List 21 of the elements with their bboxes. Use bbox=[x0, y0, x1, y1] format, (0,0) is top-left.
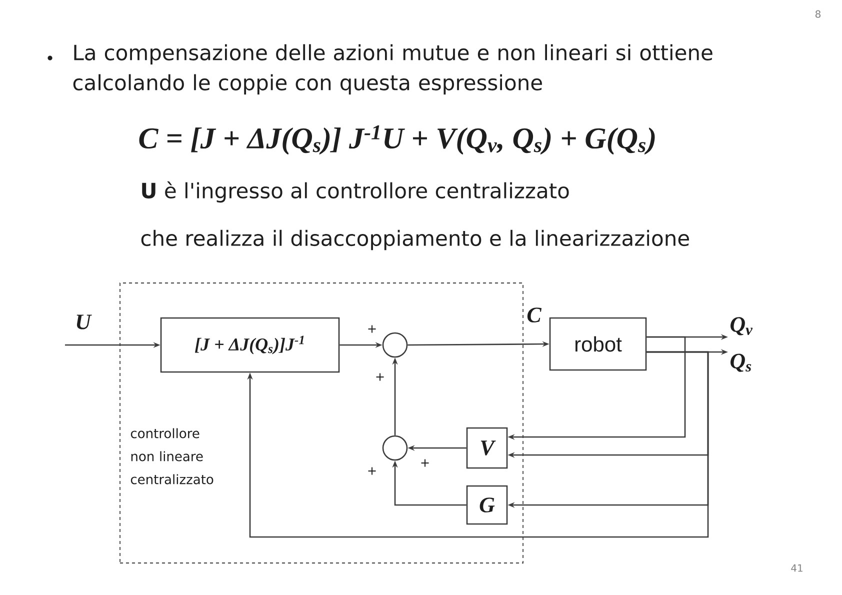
summing-junction bbox=[382, 332, 408, 358]
page-number: 41 bbox=[791, 564, 802, 572]
gain-block: [J + ΔJ(Q$_{s}$)]J$^{-1}$ bbox=[160, 317, 340, 373]
edge-label: U bbox=[74, 314, 92, 330]
sign-label: + bbox=[421, 459, 429, 467]
signal-arrow bbox=[247, 351, 709, 538]
output-label: Q$_{s}$ bbox=[730, 354, 752, 372]
sign-label: + bbox=[376, 373, 384, 381]
sign-label: + bbox=[368, 325, 376, 333]
sign-label: + bbox=[368, 467, 376, 475]
function-block: V bbox=[466, 427, 508, 469]
function-block: G bbox=[466, 485, 508, 525]
output-label: Q$_{v}$ bbox=[730, 317, 753, 336]
robot-block: robot bbox=[549, 317, 647, 371]
body-text: che realizza il disaccoppiamento e la linearizzazione bbox=[141, 230, 689, 250]
body-text: U è l'ingresso al controllore centralizzato bbox=[142, 181, 569, 203]
bullet-text: La compensazione delle azioni mutue e non lineari si ottiene calcolando le coppie con questa espressione bbox=[73, 44, 712, 95]
summing-junction bbox=[382, 435, 408, 461]
page-number: 8 bbox=[816, 10, 820, 18]
edge-label: C bbox=[526, 306, 542, 324]
equation: C = [J + ΔJ(Q$_{s}$)] J$^{-1}$U + V(Q$_{v}$, Q$_{s}$) + G(Q$_{s}$) bbox=[139, 125, 655, 155]
